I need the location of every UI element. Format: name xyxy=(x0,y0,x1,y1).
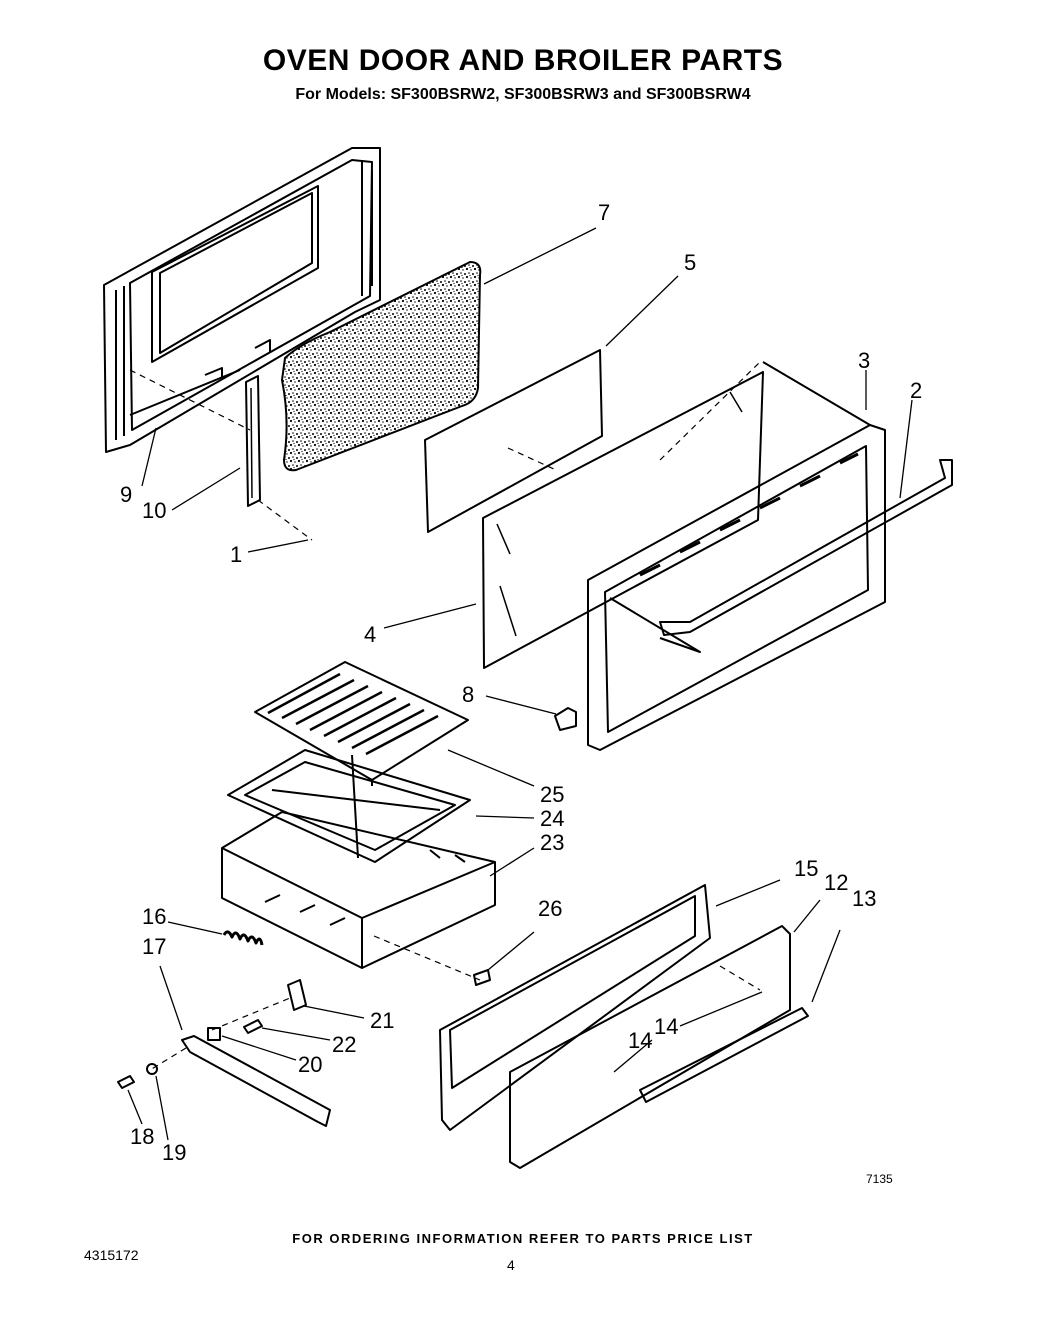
hidden-lines xyxy=(129,361,761,1071)
callout-2: 2 xyxy=(910,378,922,403)
callout-12: 12 xyxy=(824,870,848,895)
door-handle xyxy=(659,459,953,636)
oven-door-glass xyxy=(482,371,764,669)
callout-26: 22 xyxy=(332,1032,356,1057)
broiler-pan xyxy=(221,811,496,969)
drawer-trim xyxy=(639,1007,809,1103)
leader-lines xyxy=(127,227,913,1141)
callout-18: 23 xyxy=(540,830,564,855)
door-insulation xyxy=(281,261,482,472)
broiler-pan-insert xyxy=(227,749,471,863)
callout-23: 18 xyxy=(130,1124,154,1149)
document-number: 4315172 xyxy=(84,1247,139,1263)
callout-13: 13 xyxy=(852,886,876,911)
drawer-glide xyxy=(473,969,491,986)
model-subtitle: For Models: SF300BSRW2, SF300BSRW3 and S… xyxy=(295,86,751,103)
callout-24: 20 xyxy=(298,1052,322,1077)
drawer-inner-panel xyxy=(439,884,711,1131)
screw xyxy=(117,1075,135,1089)
callout-15: 15 xyxy=(794,856,818,881)
callout-14: 14 xyxy=(628,1028,652,1053)
drawer-spring xyxy=(222,930,264,946)
callout-25: 26 xyxy=(538,896,562,921)
bushing xyxy=(207,1027,221,1041)
callout-1: 1 xyxy=(230,542,242,567)
spacer xyxy=(146,1063,158,1075)
drawer-slide-rail xyxy=(181,1035,331,1127)
callout-19: 24 xyxy=(540,806,564,831)
callout-7: 7 xyxy=(598,200,610,225)
screw xyxy=(243,1019,263,1034)
door-trim-strip xyxy=(245,375,261,507)
inner-door-panel xyxy=(103,147,381,453)
callout-14: 14 xyxy=(654,1014,678,1039)
drawer-latch xyxy=(287,979,307,1011)
callout-8: 8 xyxy=(462,682,474,707)
broiler-grid xyxy=(254,661,469,786)
hinge-bracket xyxy=(554,707,577,731)
page-title: OVEN DOOR AND BROILER PARTS xyxy=(262,44,784,77)
callout-16: 16 xyxy=(142,904,166,929)
callout-labels: 7 5 3 2 9 10 1 4 8 25 24 23 15 12 13 26 … xyxy=(120,200,922,1165)
callout-4: 4 xyxy=(364,622,376,647)
door-window-glass xyxy=(424,349,603,533)
callout-3: 3 xyxy=(858,348,870,373)
callout-5: 5 xyxy=(684,250,696,275)
outer-door-frame xyxy=(587,361,886,751)
ordering-note: FOR ORDERING INFORMATION REFER TO PARTS … xyxy=(292,1231,754,1246)
page-number: 4 xyxy=(507,1257,515,1273)
callout-21: 21 xyxy=(370,1008,394,1033)
drawer-front-panel xyxy=(509,925,791,1169)
callout-17: 17 xyxy=(142,934,166,959)
diagram-code: 7135 xyxy=(866,1172,893,1186)
callout-10: 10 xyxy=(142,498,166,523)
callout-20: 25 xyxy=(540,782,564,807)
callout-22: 19 xyxy=(162,1140,186,1165)
callout-9: 9 xyxy=(120,482,132,507)
